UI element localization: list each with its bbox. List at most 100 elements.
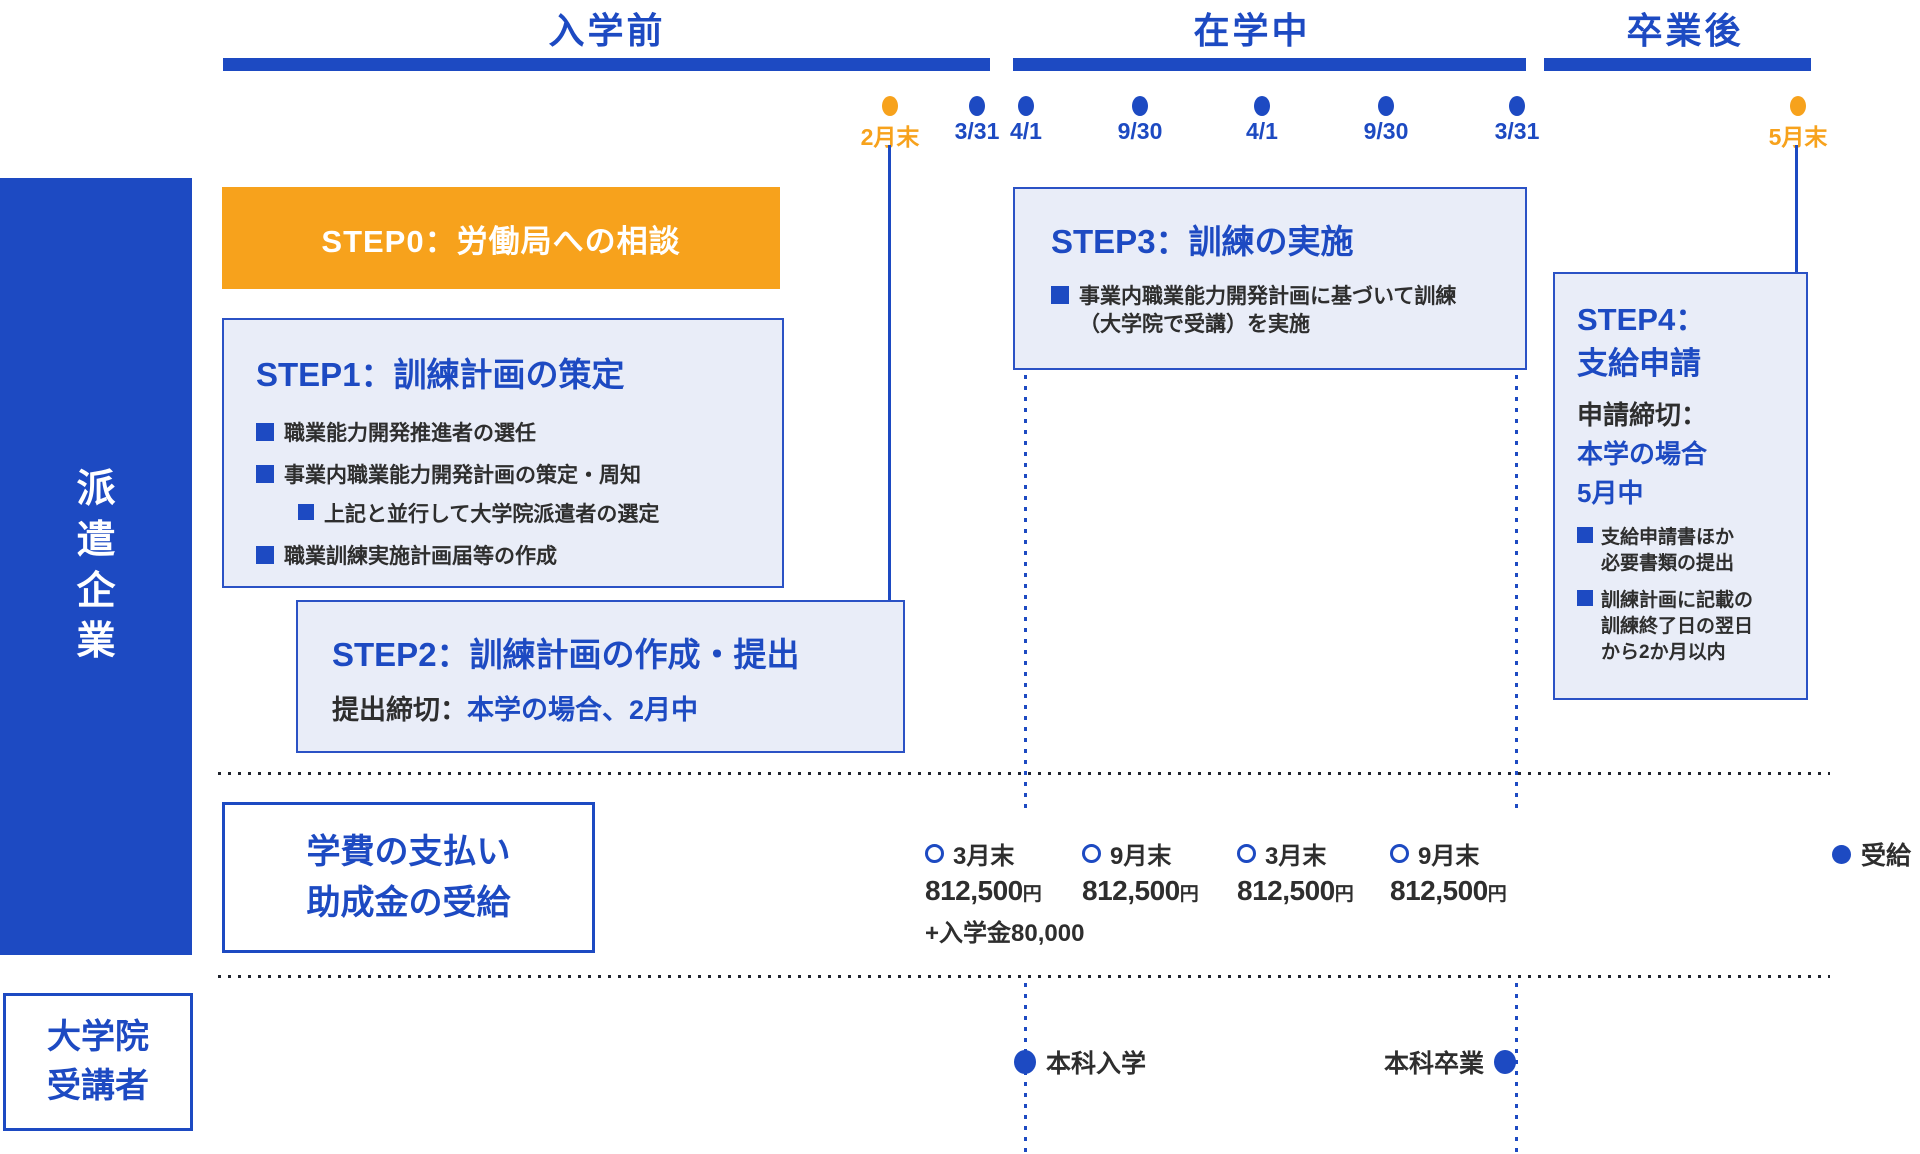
timeline-dot-feb-end	[882, 96, 898, 116]
step3-box: STEP3：訓練の実施 事業内職業能力開発計画に基づいて訓練（大学院で受講）を実…	[1013, 187, 1527, 370]
timeline-label-may-end: 5月末	[1768, 124, 1828, 150]
step4-box: STEP4： 支給申請 申請締切： 本学の場合 5月中 支給申請書ほか必要書類の…	[1553, 272, 1808, 700]
step4-deadline-line1: 本学の場合	[1577, 439, 1708, 470]
open-circle-icon	[1082, 844, 1101, 863]
tuition-box-line1: 学費の支払い	[306, 832, 511, 871]
step1-box: STEP1：訓練計画の策定 職業能力開発推進者の選任 事業内職業能力開発計画の策…	[222, 318, 784, 588]
step3-bullet-line2: （大学院で受講）を実施	[1079, 313, 1310, 337]
tuition-subsidy-box: 学費の支払い 助成金の受給	[222, 802, 595, 953]
square-bullet-icon	[298, 503, 314, 520]
step1-title: STEP1：訓練計画の策定	[256, 356, 625, 393]
receipt-label: 受給	[1861, 842, 1912, 870]
open-circle-icon	[925, 844, 944, 863]
payment-1-date: 3月末	[953, 843, 1015, 870]
separator-tuition-student	[218, 975, 1830, 978]
timeline-label-331a: 3/31	[954, 118, 1000, 144]
step4-deadline-label: 申請締切：	[1577, 400, 1708, 431]
step1-bullet-2: 事業内職業能力開発計画の策定・周知	[256, 462, 782, 490]
step4-title-line1: STEP4：	[1577, 302, 1707, 337]
timeline-dot-41b	[1254, 96, 1270, 116]
timeline-dot-may-end	[1790, 96, 1806, 116]
payment-4-unit: 円	[1487, 884, 1507, 905]
step3-bullet-line1: 事業内職業能力開発計画に基づいて訓練	[1079, 285, 1457, 308]
step4-bullet2-line3: から2か月以内	[1601, 641, 1726, 663]
step4-bullet-1-text: 支給申請書ほか必要書類の提出	[1601, 525, 1734, 576]
step0-title: STEP0：労働局への相談	[321, 223, 681, 259]
step1-bullet-4: 職業訓練実施計画届等の作成	[256, 543, 782, 571]
filled-dot-icon	[1832, 844, 1851, 864]
payment-3-unit: 円	[1334, 884, 1354, 905]
phase-during-school: 在学中	[1193, 10, 1311, 51]
phase-bar-before-admission	[223, 58, 990, 71]
event-graduation-label: 本科卒業	[1384, 1050, 1485, 1078]
step4-title-line2: 支給申請	[1577, 346, 1701, 382]
step1-bullet-1-text: 職業能力開発推進者の選任	[284, 422, 536, 445]
payment-1: 3月末 812,500円 +入学金80,000	[925, 836, 1115, 948]
payment-3-date: 3月末	[1265, 843, 1327, 870]
timeline-dot-331b	[1509, 96, 1525, 116]
payment-4-date: 9月末	[1418, 843, 1480, 870]
filled-dot-icon	[1014, 1050, 1036, 1074]
step1-bullet-2-text: 事業内職業能力開発計画の策定・周知	[284, 464, 641, 488]
separator-company-tuition	[218, 772, 1830, 775]
lane-grad-student-label-1: 大学院	[47, 1017, 149, 1056]
guide-331-upper	[1515, 375, 1518, 808]
timeline-label-930b: 9/30	[1363, 118, 1409, 144]
payment-2-unit: 円	[1179, 884, 1199, 905]
payment-2: 9月末 812,500円	[1082, 836, 1272, 907]
lane-grad-student: 大学院 受講者	[3, 993, 193, 1131]
step4-bullet2-line1: 訓練計画に記載の	[1601, 590, 1754, 612]
payment-4: 9月末 812,500円	[1390, 836, 1580, 907]
step4-bullet1-line2: 必要書類の提出	[1601, 552, 1735, 574]
step0-box: STEP0：労働局への相談	[222, 187, 780, 289]
step1-bullet-3-text: 上記と並行して大学院派遣者の選定	[324, 502, 660, 526]
timeline-label-41a: 4/1	[1010, 118, 1042, 144]
step1-bullet-4-text: 職業訓練実施計画届等の作成	[284, 545, 557, 569]
step4-bullet1-line1: 支給申請書ほか	[1601, 527, 1735, 549]
square-bullet-icon	[256, 465, 274, 484]
step3-bullet-1-text: 事業内職業能力開発計画に基づいて訓練 （大学院で受講）を実施	[1079, 283, 1456, 340]
receipt-marker: 受給	[1832, 836, 1911, 872]
square-bullet-icon	[1577, 527, 1593, 544]
connector-may-end-to-step4	[1795, 145, 1798, 272]
open-circle-icon	[1390, 844, 1409, 863]
timeline-dot-930b	[1378, 96, 1394, 116]
payment-4-amount: 812,500	[1390, 875, 1488, 906]
step4-bullet2-line2: 訓練終了日の翌日	[1601, 615, 1754, 637]
phase-after-graduation: 卒業後	[1626, 10, 1744, 51]
payment-3: 3月末 812,500円	[1237, 836, 1427, 907]
step4-bullet-1: 支給申請書ほか必要書類の提出	[1577, 525, 1806, 576]
timeline-label-331b: 3/31	[1494, 118, 1540, 144]
payment-1-extra: +入学金80,000	[925, 920, 1085, 947]
square-bullet-icon	[256, 423, 274, 441]
payment-2-amount: 812,500	[1082, 875, 1180, 906]
lane-dispatch-company-label: 派遣企業	[76, 468, 116, 664]
step2-deadline-value: 本学の場合、2月中	[467, 695, 699, 725]
timeline-dot-41a	[1018, 96, 1034, 116]
step4-deadline: 申請締切： 本学の場合 5月中	[1577, 396, 1806, 513]
step1-bullet-3: 上記と並行して大学院派遣者の選定	[256, 501, 782, 529]
filled-dot-icon	[1494, 1050, 1517, 1074]
phase-bar-during-school	[1013, 58, 1526, 71]
step2-deadline: 提出締切：本学の場合、2月中	[332, 688, 903, 727]
timeline-label-41b: 4/1	[1246, 118, 1278, 144]
square-bullet-icon	[1577, 590, 1593, 607]
event-graduation: 本科卒業	[1374, 1044, 1517, 1080]
open-circle-icon	[1237, 844, 1256, 863]
step4-bullet-2-text: 訓練計画に記載の訓練終了日の翌日から2か月以内	[1601, 588, 1753, 665]
tuition-box-line2: 助成金の受給	[306, 883, 511, 922]
payment-2-date: 9月末	[1110, 843, 1172, 870]
step2-deadline-label: 提出締切：	[332, 695, 467, 725]
event-enrollment: 本科入学	[1014, 1044, 1156, 1080]
payment-3-amount: 812,500	[1237, 875, 1335, 906]
step2-title: STEP2：訓練計画の作成・提出	[332, 636, 800, 673]
event-enrollment-label: 本科入学	[1046, 1050, 1147, 1078]
step4-deadline-line2: 5月中	[1577, 478, 1644, 509]
timeline-label-930a: 9/30	[1117, 118, 1163, 144]
lane-grad-student-label-2: 受講者	[47, 1067, 149, 1105]
phase-before-admission: 入学前	[548, 10, 666, 51]
step3-bullet-1: 事業内職業能力開発計画に基づいて訓練 （大学院で受講）を実施	[1051, 283, 1525, 340]
step2-box: STEP2：訓練計画の作成・提出 提出締切：本学の場合、2月中	[296, 600, 905, 753]
square-bullet-icon	[256, 546, 274, 565]
